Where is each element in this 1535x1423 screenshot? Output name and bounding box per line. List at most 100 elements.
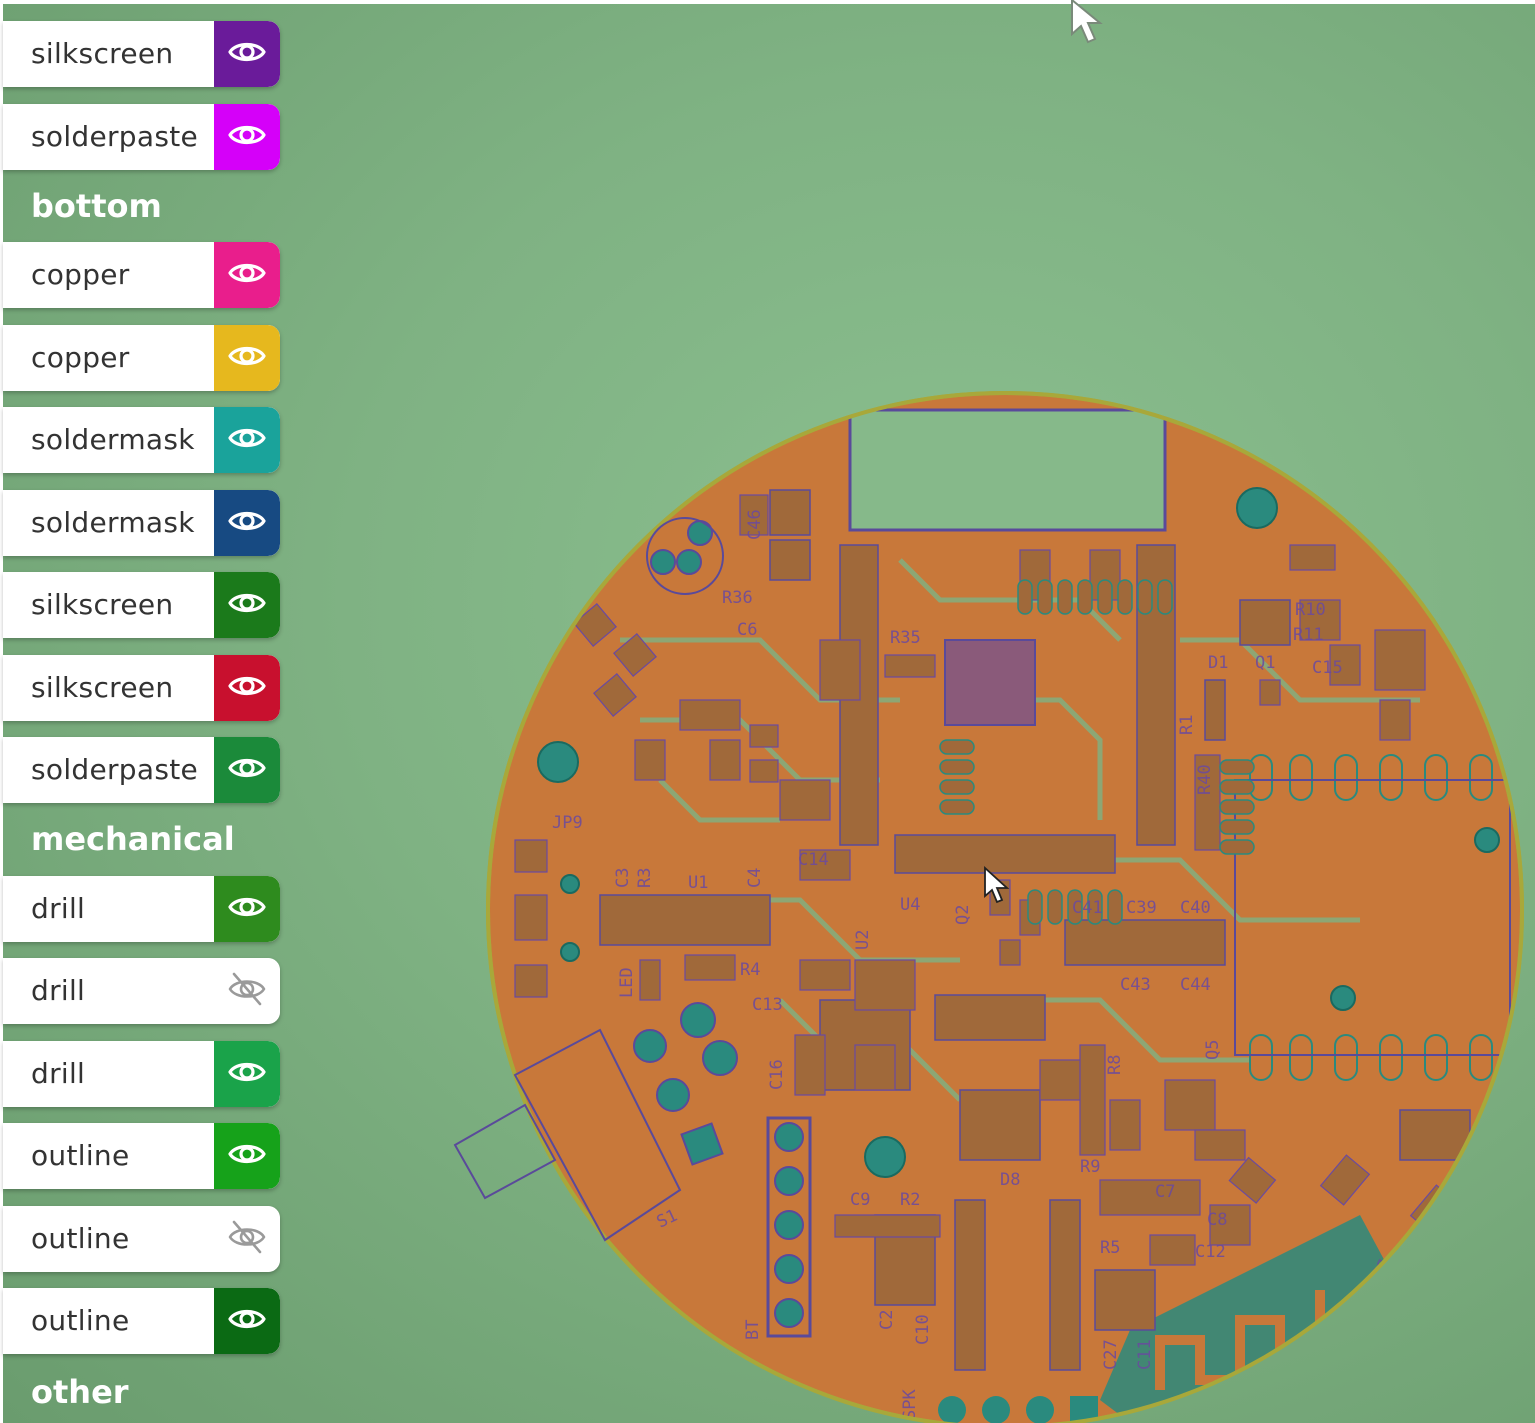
designator-c10: C10	[913, 1314, 933, 1345]
layer-row-solderpaste[interactable]: solderpaste	[3, 737, 280, 803]
layer-label: outline	[31, 1304, 130, 1337]
layer-label: outline	[31, 1139, 130, 1172]
module-outline	[1234, 779, 1511, 1056]
mounting-holes	[537, 487, 1500, 1178]
designator-q5: Q5	[1203, 1040, 1223, 1060]
eye-off-icon	[227, 969, 267, 1013]
designator-r9: R9	[1080, 1157, 1100, 1177]
layer-label: copper	[31, 341, 130, 374]
eye-icon	[227, 1052, 267, 1096]
switch-s1	[453, 1028, 682, 1242]
layer-row-outline[interactable]: outline	[3, 1123, 280, 1189]
visibility-toggle[interactable]	[214, 572, 280, 638]
visibility-toggle[interactable]	[214, 21, 280, 87]
designator-c9: C9	[850, 1190, 870, 1210]
ic-mcu	[944, 639, 1036, 726]
buzzer-outline	[646, 517, 724, 595]
designator-c39: C39	[1126, 898, 1157, 918]
designator-c12: C12	[1195, 1242, 1226, 1262]
visibility-toggle[interactable]	[214, 490, 280, 556]
designator-c8: C8	[1207, 1210, 1227, 1230]
visibility-toggle[interactable]	[214, 1288, 280, 1354]
designator-c27: C27	[1101, 1339, 1121, 1370]
layer-row-copper[interactable]: copper	[3, 325, 280, 391]
eye-icon	[227, 115, 267, 159]
bottom-header-pins	[938, 1396, 1098, 1423]
visibility-toggle[interactable]	[214, 104, 280, 170]
layer-label: solderpaste	[31, 753, 199, 786]
layer-label: soldermask	[31, 506, 195, 539]
designator-q1: Q1	[1255, 653, 1275, 673]
layer-row-silkscreen[interactable]: silkscreen	[3, 655, 280, 721]
visibility-toggle[interactable]	[214, 737, 280, 803]
board-layers: R36C6C46R35R10R11D1Q1C15R1R40JP9C3R3U1C4…	[514, 408, 1511, 1423]
section-title-bottom: bottom	[31, 187, 162, 225]
mouse-pointer-icon	[984, 866, 1010, 904]
designator-c7: C7	[1155, 1182, 1175, 1202]
designator-bt: BT	[743, 1320, 763, 1340]
layer-label: silkscreen	[31, 671, 174, 704]
layer-row-silkscreen[interactable]: silkscreen	[3, 21, 280, 87]
designator-c16: C16	[767, 1059, 787, 1090]
designator-r3: R3	[635, 868, 655, 888]
layer-row-drill[interactable]: drill	[3, 876, 280, 942]
designator-c2: C2	[877, 1310, 897, 1330]
designator-c14: C14	[798, 850, 829, 870]
pcb-canvas[interactable]: R36C6C46R35R10R11D1Q1C15R1R40JP9C3R3U1C4…	[300, 0, 1535, 1423]
designator-r8: R8	[1105, 1055, 1125, 1075]
layer-row-drill[interactable]: drill	[3, 1041, 280, 1107]
eye-icon	[227, 336, 267, 380]
designator-u1: U1	[688, 873, 708, 893]
designator-c40: C40	[1180, 898, 1211, 918]
designator-c11: C11	[1135, 1339, 1155, 1370]
layer-row-soldermask[interactable]: soldermask	[3, 407, 280, 473]
layer-row-outline[interactable]: outline	[3, 1288, 280, 1354]
layer-row-copper[interactable]: copper	[3, 242, 280, 308]
connector-pins-right	[1249, 754, 1493, 1081]
designator-r11: R11	[1293, 625, 1324, 645]
visibility-toggle[interactable]	[214, 407, 280, 473]
eye-icon	[227, 1299, 267, 1343]
designator-u4: U4	[900, 895, 920, 915]
layer-label: silkscreen	[31, 588, 174, 621]
through-hole-pads	[633, 520, 738, 1166]
designator-r4: R4	[740, 960, 760, 980]
designator-r10: R10	[1295, 600, 1326, 620]
visibility-toggle[interactable]	[214, 325, 280, 391]
layer-label: soldermask	[31, 423, 195, 456]
visibility-toggle[interactable]	[214, 1123, 280, 1189]
visibility-toggle[interactable]	[214, 655, 280, 721]
visibility-toggle[interactable]	[214, 1206, 280, 1272]
layer-row-soldermask[interactable]: soldermask	[3, 490, 280, 556]
bt-header-pins	[774, 1122, 804, 1328]
designator-d8: D8	[1000, 1170, 1020, 1190]
eye-off-icon	[227, 1217, 267, 1261]
visibility-toggle[interactable]	[214, 242, 280, 308]
designator-r1: R1	[1177, 715, 1197, 735]
layer-sidebar: silkscreen solderpaste bottom copper cop…	[3, 0, 293, 1423]
connector-cutout	[848, 408, 1167, 532]
designator-led: LED	[617, 967, 637, 998]
eye-icon	[227, 748, 267, 792]
designator-c6: C6	[737, 620, 757, 640]
layer-label: drill	[31, 974, 86, 1007]
layer-label: copper	[31, 258, 130, 291]
ic-pins-top	[939, 579, 1255, 925]
visibility-toggle[interactable]	[214, 876, 280, 942]
bt-header	[766, 1116, 812, 1338]
designator-c4: C4	[745, 868, 765, 888]
board-outline-ring	[486, 391, 1524, 1423]
visibility-toggle[interactable]	[214, 1041, 280, 1107]
layer-row-silkscreen[interactable]: silkscreen	[3, 572, 280, 638]
section-title-other: other	[31, 1373, 129, 1411]
designator-q2: Q2	[953, 905, 973, 925]
designator-spk: SPK	[900, 1389, 920, 1420]
visibility-toggle[interactable]	[214, 958, 280, 1024]
layer-row-drill[interactable]: drill	[3, 958, 280, 1024]
layer-label: outline	[31, 1222, 130, 1255]
designator-c46: C46	[745, 509, 765, 540]
eye-icon	[227, 1134, 267, 1178]
layer-row-outline[interactable]: outline	[3, 1206, 280, 1272]
layer-row-solderpaste[interactable]: solderpaste	[3, 104, 280, 170]
designator-c41: C41	[1072, 898, 1103, 918]
